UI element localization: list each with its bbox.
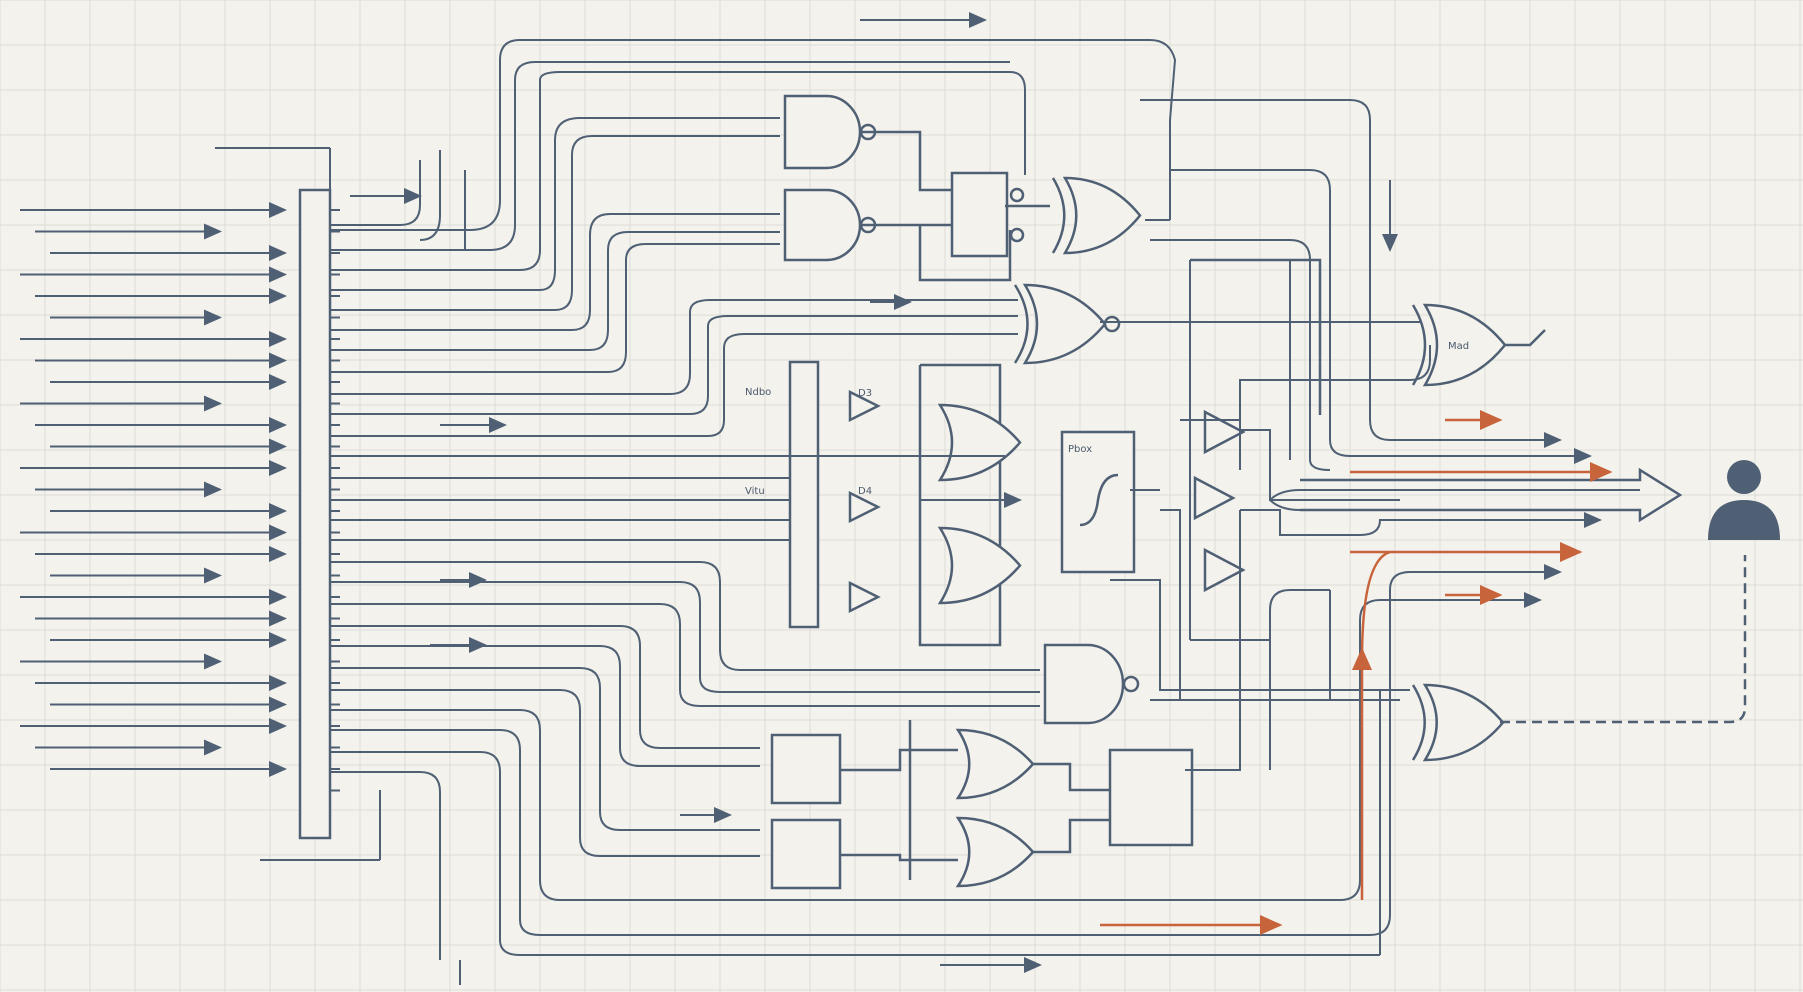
nand-gate-bubble <box>1122 675 1140 693</box>
nand-gate <box>783 188 862 262</box>
nor-back <box>1013 284 1029 364</box>
output-xor-gate-arc <box>1411 304 1427 386</box>
wire <box>1505 329 1546 347</box>
or-gate <box>937 526 1022 605</box>
multiplexer-block <box>788 360 820 629</box>
output-or-gate-arc <box>1411 684 1426 761</box>
buffer-gate <box>1203 409 1246 455</box>
ff-bubble <box>1009 187 1025 203</box>
buffer-gate <box>848 389 881 423</box>
output-or-gate <box>1422 683 1505 762</box>
and-box <box>770 733 842 805</box>
buffer-gate <box>1193 475 1236 521</box>
nor-bubble <box>1103 315 1121 333</box>
block-label: Pbox <box>1068 444 1092 455</box>
wire <box>1190 258 1322 415</box>
or-gate <box>955 728 1035 800</box>
buffer-gate <box>848 490 881 524</box>
wire <box>840 748 958 772</box>
flip-flop-box <box>950 171 1009 258</box>
user-icon <box>1708 460 1780 540</box>
latch-block <box>1108 748 1194 847</box>
output-xor-gate <box>1422 303 1507 387</box>
small-label-1: D3 <box>858 388 872 399</box>
and-box <box>770 818 842 890</box>
combined-output-arrow <box>1300 467 1683 523</box>
ff-bubble <box>1009 227 1025 243</box>
sigmoid-curve <box>1079 473 1119 527</box>
nand-gate <box>783 94 862 170</box>
mux-label: Ndbo <box>745 387 771 398</box>
nor-gate <box>1022 283 1107 365</box>
bus-output-wires <box>330 209 340 792</box>
gate-frame <box>918 363 1002 647</box>
xor-gate <box>1062 176 1142 255</box>
input-bus-bar <box>298 188 332 840</box>
xor-gate-arc <box>1051 177 1066 254</box>
mux-label-2: Vitu <box>745 486 765 497</box>
logic-gates <box>770 94 1546 890</box>
or-gate <box>937 403 1022 482</box>
wire <box>840 853 958 862</box>
wire <box>1033 762 1110 792</box>
small-label-2: D4 <box>858 486 872 497</box>
wire <box>918 225 1012 282</box>
input-signal-arrows <box>20 202 287 777</box>
nand-gate <box>1043 643 1125 725</box>
xor-label: Mad <box>1448 341 1469 352</box>
accent-signal-wires <box>1100 410 1613 935</box>
user-dashed-link <box>1500 555 1747 724</box>
wire <box>1033 818 1110 854</box>
output-wires <box>1100 99 1640 955</box>
arrow-right-icon <box>1300 467 1683 523</box>
or-gate <box>955 816 1035 888</box>
routed-wires <box>330 39 1380 960</box>
buffer-gate <box>1203 547 1246 593</box>
decorative-arrows <box>350 12 1398 985</box>
wire <box>860 130 952 192</box>
buffer-gate <box>848 580 881 614</box>
